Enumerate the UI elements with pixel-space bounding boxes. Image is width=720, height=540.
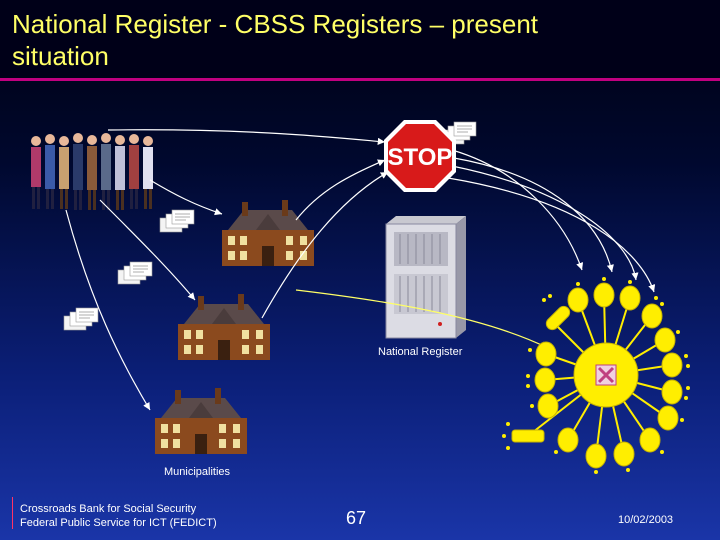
title-bar (0, 0, 720, 78)
server-icon (385, 216, 466, 339)
slide-date: 10/02/2003 (618, 514, 674, 526)
document-stack-icon (63, 307, 99, 331)
footer-organization: Crossroads Bank for Social Security Fede… (20, 502, 217, 530)
footer-divider (12, 497, 13, 529)
national-register-label: National Register (378, 346, 463, 358)
document-stack-icon (159, 209, 195, 233)
page-number: 67 (346, 508, 367, 528)
people-group-icon (31, 133, 153, 210)
slide-title: National Register - CBSS Registers – pre… (12, 9, 539, 71)
house-icon (178, 294, 270, 360)
cbss-logo-icon (595, 364, 617, 386)
municipalities-label: Municipalities (164, 466, 231, 478)
document-stack-icon (117, 261, 153, 285)
stop-sign-text: STOP (388, 144, 453, 171)
title-divider (0, 78, 720, 81)
cbss-network-icon (502, 277, 690, 474)
house-icon (155, 388, 247, 454)
footer-org-line2: Federal Public Service for ICT (FEDICT) (20, 517, 217, 529)
footer-org-line1: Crossroads Bank for Social Security (20, 503, 197, 515)
flow-arrows (65, 129, 656, 411)
house-icon (222, 200, 314, 266)
stop-sign-icon: STOP (384, 120, 456, 192)
